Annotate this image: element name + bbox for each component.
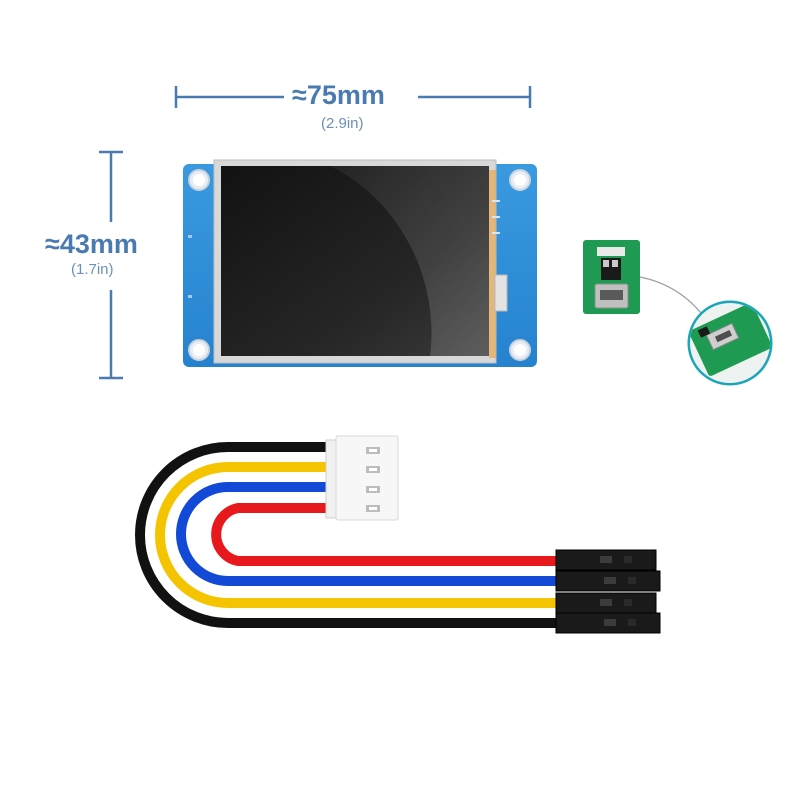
height-dimension-inches: (1.7in)	[71, 261, 114, 278]
flex-connector	[494, 274, 508, 312]
dupont-header-red	[555, 549, 657, 571]
wire-yellow	[155, 462, 556, 608]
usb-adapter-board	[583, 240, 706, 319]
display-module	[183, 159, 537, 367]
height-dimension-line	[99, 150, 123, 380]
dupont-headers	[555, 549, 661, 634]
connector-cable	[135, 442, 556, 628]
width-dimension-label: ≈75mm	[292, 80, 385, 110]
dupont-header-yellow	[555, 592, 657, 614]
wire-red	[211, 503, 556, 566]
height-dimension-label: ≈43mm	[45, 229, 138, 259]
adapter-zoom-callout	[687, 300, 773, 386]
wire-black	[135, 442, 556, 628]
width-dimension-line	[174, 86, 532, 108]
screen-glare	[330, 166, 489, 356]
callout-line	[639, 276, 706, 319]
jst-connector-housing	[325, 435, 399, 521]
dupont-header-black	[555, 612, 661, 634]
dupont-header-blue	[555, 570, 661, 592]
wire-blue	[176, 482, 556, 586]
width-dimension-inches: (2.9in)	[321, 115, 364, 132]
mounting-holes	[188, 169, 531, 361]
